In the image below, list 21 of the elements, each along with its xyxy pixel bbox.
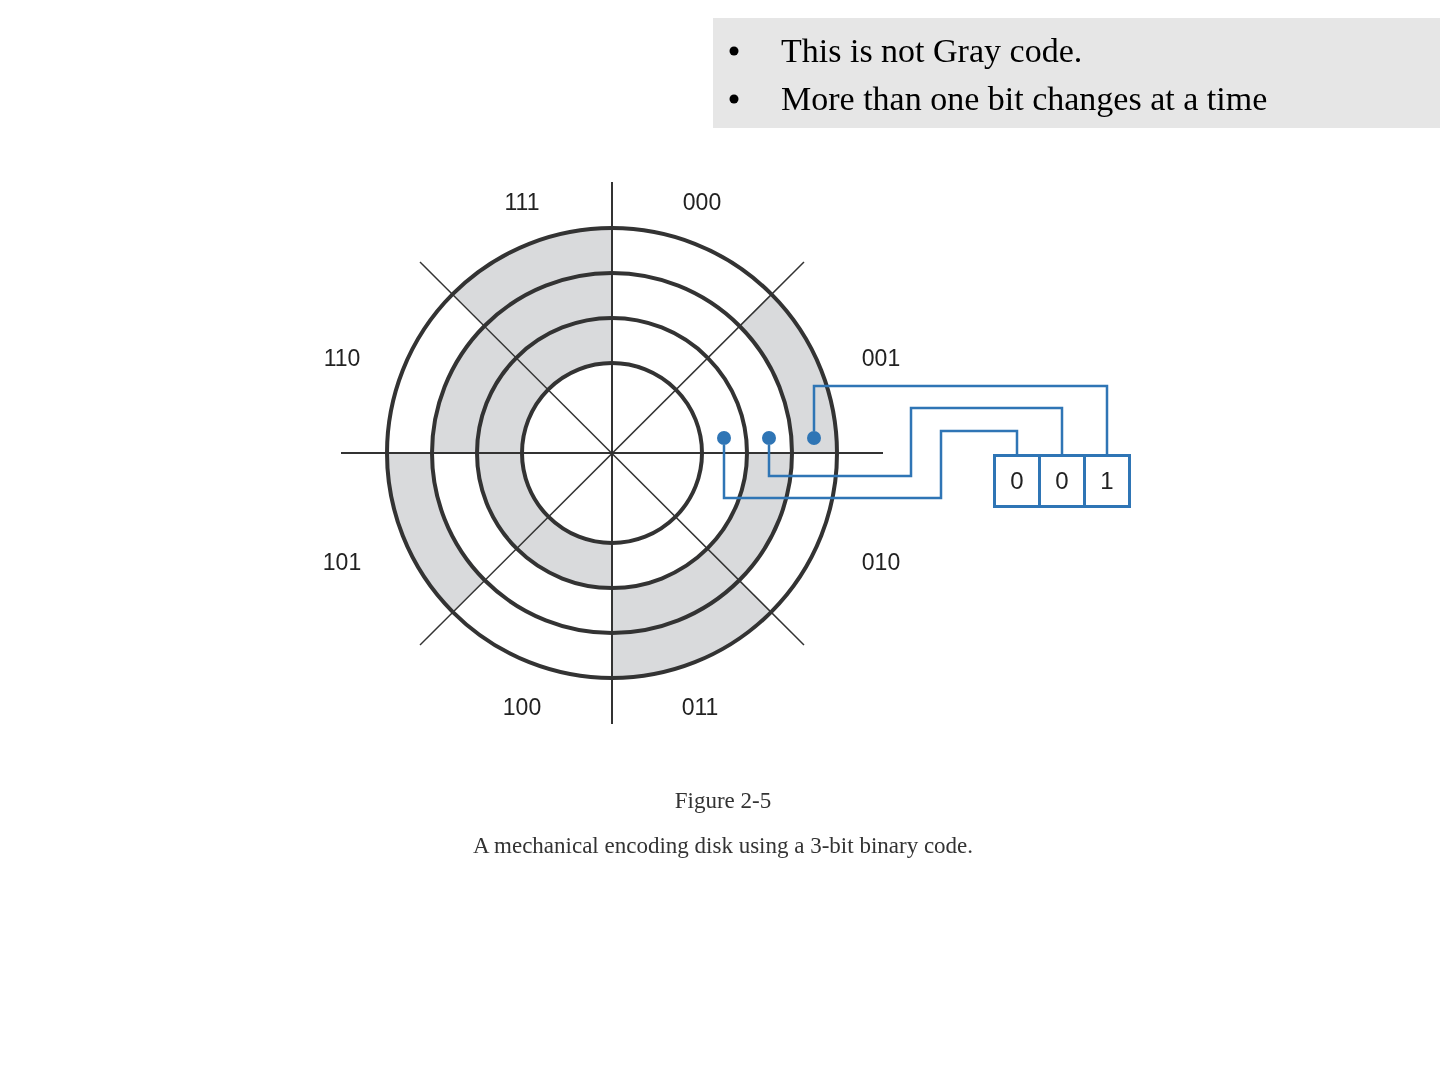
- note-panel: [713, 18, 1440, 128]
- sensor-contact-dot: [762, 431, 776, 445]
- bit-cell: 0: [1038, 454, 1086, 508]
- wire: [722, 429, 1019, 500]
- sector-code-label: 001: [861, 344, 901, 372]
- sector-code-label: 000: [682, 188, 722, 216]
- bit-cell: 0: [993, 454, 1041, 508]
- figure-caption: A mechanical encoding disk using a 3-bit binary code.: [472, 833, 974, 859]
- bit-cell: 1: [1083, 454, 1131, 508]
- sector-code-label: 101: [322, 548, 362, 576]
- wire: [767, 406, 1064, 478]
- figure-title: Figure 2-5: [674, 788, 772, 814]
- bullet-text: This is not Gray code.: [781, 32, 1083, 69]
- bullet-text: More than one bit changes at a time: [781, 80, 1268, 117]
- sensor-contact-dot: [717, 431, 731, 445]
- sector-code-label: 100: [502, 693, 542, 721]
- sector-code-label: 111: [504, 188, 540, 216]
- sector-code-label: 011: [681, 693, 719, 721]
- sector-code-label: 010: [861, 548, 901, 576]
- sector-code-label: 110: [323, 344, 361, 372]
- wire: [812, 384, 1109, 454]
